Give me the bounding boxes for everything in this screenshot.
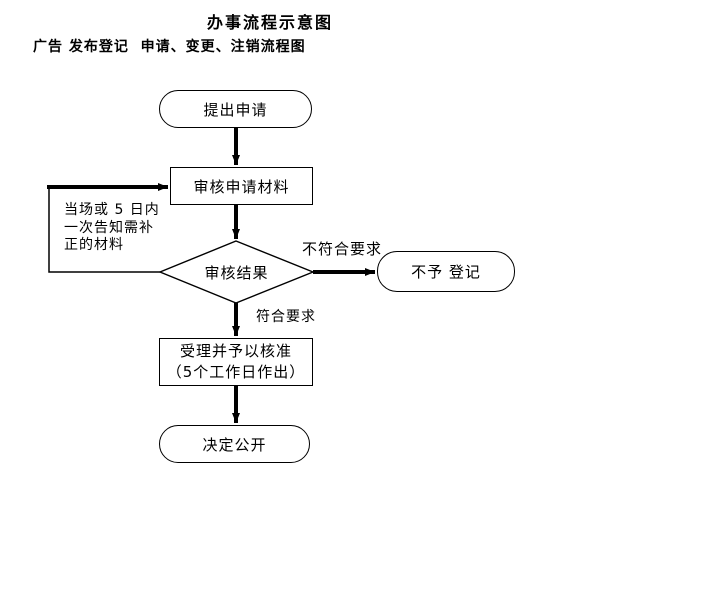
edge-label-supplement-line-3: 正的材料	[64, 237, 124, 253]
page-title: 办事流程示意图	[206, 13, 333, 32]
node-start: 提出申请	[159, 90, 312, 128]
node-approve-line-1: 受理并予以核准	[179, 342, 292, 360]
edge-label-supplement-line-2: 一次告知需补	[64, 219, 154, 236]
node-approve: 受理并予以核准 （5个工作日作出）	[159, 338, 313, 386]
edge-label-supplement: 当场或 5 日内 一次告知需补 正的材料	[64, 202, 174, 255]
node-review-materials: 审核申请材料	[170, 167, 313, 205]
page-subtitle: 广告 发布登记 申请、变更、注销流程图	[33, 39, 306, 55]
edge-label-not-meet: 不符合要求	[302, 240, 383, 258]
edge-label-supplement-line-1: 当场或 5 日内	[64, 202, 160, 218]
node-reject: 不予 登记	[377, 251, 515, 292]
node-publish: 决定公开	[159, 425, 310, 463]
node-approve-line-2: （5个工作日作出）	[166, 363, 306, 381]
node-review-result-label: 审核结果	[204, 263, 269, 282]
supplement-return-line	[48, 189, 160, 273]
edge-label-meet: 符合要求	[256, 309, 316, 325]
